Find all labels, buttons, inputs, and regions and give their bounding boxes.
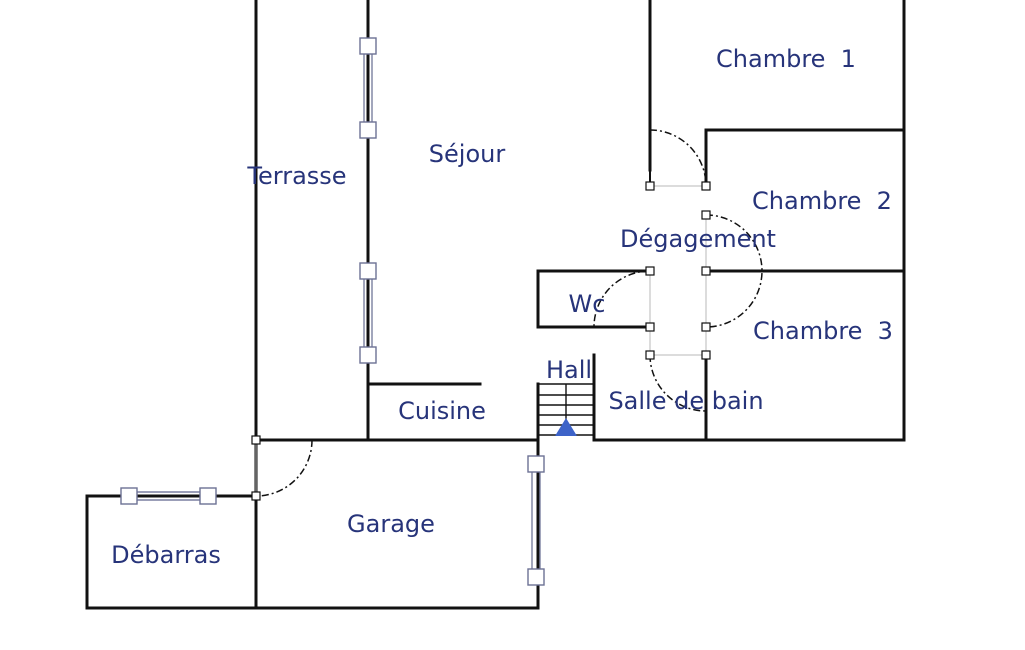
windows <box>120 37 545 586</box>
room-label-cuisine: Cuisine <box>398 397 486 425</box>
door-chambre1 <box>649 129 707 187</box>
room-label-sejour: Séjour <box>429 140 506 168</box>
door-salle-de-bain <box>649 354 707 412</box>
junction-points <box>251 181 711 501</box>
door-wc <box>593 270 651 328</box>
door-swings <box>255 129 763 497</box>
room-label-chambre3: Chambre 3 <box>753 317 893 345</box>
room-label-salle-de-bain: Salle de bain <box>608 387 763 415</box>
room-label-terrasse: Terrasse <box>246 162 346 190</box>
door-garage <box>255 439 313 497</box>
room-label-garage: Garage <box>347 510 435 538</box>
door-jambs <box>255 185 707 496</box>
staircase <box>538 383 594 436</box>
walls <box>85 0 906 610</box>
room-label-debarras: Débarras <box>111 541 221 569</box>
room-label-degagement: Dégagement <box>620 225 776 253</box>
room-label-hall: Hall <box>546 356 592 384</box>
up-arrow-icon <box>555 418 577 436</box>
room-label-chambre2: Chambre 2 <box>752 187 892 215</box>
door-chambre2 <box>705 214 763 328</box>
room-label-wc: Wc <box>569 290 606 318</box>
door-stubs <box>255 129 761 441</box>
room-label-chambre1: Chambre 1 <box>716 45 856 73</box>
room-labels: Chambre 1 Séjour Terrasse Chambre 2 Déga… <box>111 45 893 569</box>
